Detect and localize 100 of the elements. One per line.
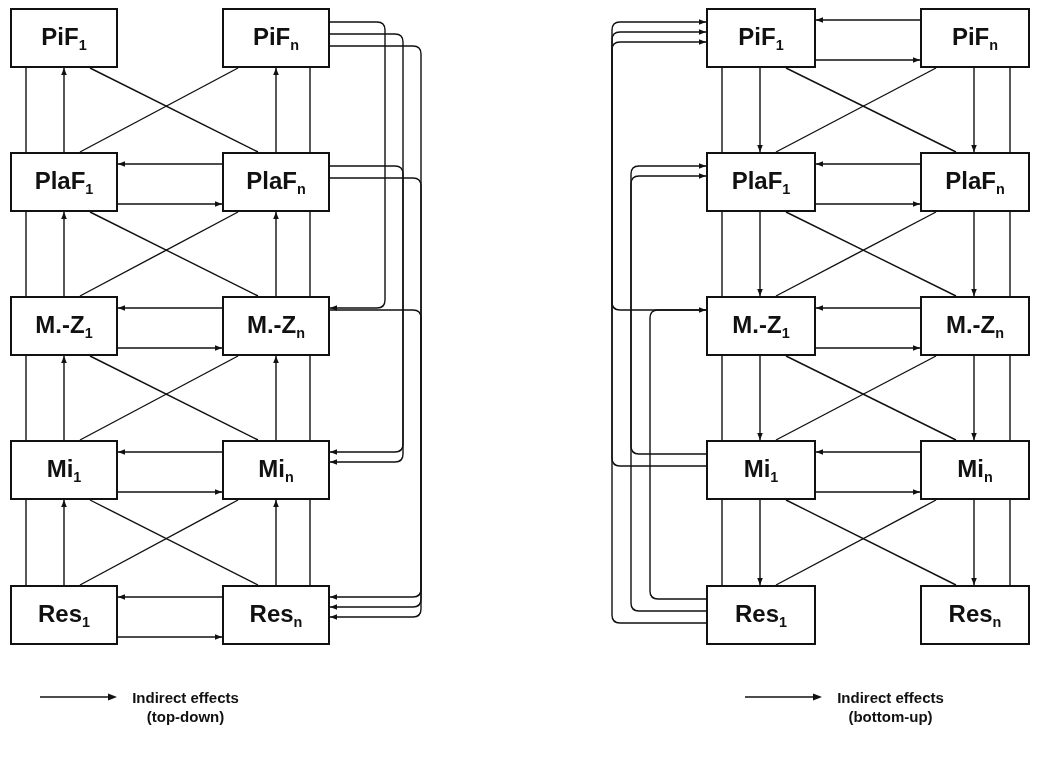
arrow — [971, 499, 977, 586]
arrow — [273, 211, 279, 297]
legend-text: Indirect effects (bottom-up) — [836, 688, 945, 726]
process-box — [10, 8, 118, 68]
box-label: M.-Z$_{1}$ — [35, 311, 93, 341]
box-label: Res$_{n}$ — [948, 600, 1002, 630]
process-box — [222, 440, 330, 500]
connector-line — [1009, 499, 1011, 586]
connector-line — [309, 211, 311, 297]
arrow — [329, 309, 422, 620]
connector-line — [775, 67, 937, 153]
connector-line — [721, 211, 723, 297]
connector-line — [785, 499, 957, 586]
connector-line — [1009, 211, 1011, 297]
box-label: PlaF$_{n}$ — [246, 167, 306, 197]
arrow — [117, 161, 223, 167]
arrow — [757, 67, 763, 153]
process-box — [706, 296, 816, 356]
connector-line — [25, 499, 27, 586]
process-box — [222, 8, 330, 68]
arrow — [329, 177, 422, 610]
arrow — [329, 33, 404, 455]
connector-line — [25, 355, 27, 441]
arrow — [815, 201, 921, 207]
arrow — [611, 39, 707, 311]
arrow — [971, 355, 977, 441]
arrow — [815, 57, 921, 63]
connector-line — [25, 67, 27, 153]
connector-line — [1009, 67, 1011, 153]
box-label: Res$_{1}$ — [37, 600, 90, 630]
arrow — [630, 173, 707, 455]
legend-text: Indirect effects (top-down) — [131, 688, 240, 726]
arrow — [815, 345, 921, 351]
process-box — [10, 296, 118, 356]
process-box — [10, 440, 118, 500]
arrow — [329, 165, 404, 465]
process-box — [706, 152, 816, 212]
process-box — [222, 585, 330, 645]
process-box — [222, 296, 330, 356]
box-label: Mi$_{n}$ — [957, 455, 993, 485]
arrow — [815, 305, 921, 311]
box-label: M.-Z$_{n}$ — [945, 311, 1005, 341]
box-label: Mi$_{n}$ — [258, 455, 294, 485]
box-label: Res$_{n}$ — [249, 600, 303, 630]
box-label: PlaF$_{n}$ — [945, 167, 1005, 197]
box-label: PlaF$_{1}$ — [731, 167, 791, 197]
process-box — [706, 585, 816, 645]
arrow — [61, 211, 67, 297]
box-label: PiF$_{n}$ — [252, 23, 300, 53]
connector-line — [785, 211, 957, 297]
arrow — [273, 355, 279, 441]
box-label: PiF$_{1}$ — [738, 23, 784, 53]
connector-line — [79, 499, 239, 586]
arrow — [117, 489, 223, 495]
process-box — [920, 8, 1030, 68]
arrow — [815, 161, 921, 167]
connector-line — [785, 355, 957, 441]
process-box — [920, 440, 1030, 500]
connector-line — [79, 355, 239, 441]
process-box — [222, 152, 330, 212]
arrow — [117, 201, 223, 207]
arrow — [630, 163, 707, 612]
box-label: Mi$_{1}$ — [743, 455, 779, 485]
arrow — [61, 499, 67, 586]
box-label: Res$_{1}$ — [734, 600, 787, 630]
connector-line — [775, 355, 937, 441]
arrow — [61, 67, 67, 153]
arrow — [61, 355, 67, 441]
connector-line — [775, 211, 937, 297]
arrow — [117, 305, 223, 311]
process-box — [920, 296, 1030, 356]
box-label: M.-Z$_{1}$ — [732, 311, 790, 341]
arrow — [971, 211, 977, 297]
arrow — [117, 449, 223, 455]
connector-line — [721, 499, 723, 586]
arrow — [611, 19, 707, 624]
process-box — [920, 585, 1030, 645]
connector-line — [309, 499, 311, 586]
arrow — [117, 594, 223, 600]
connector-line — [25, 211, 27, 297]
arrow — [273, 499, 279, 586]
connector-line — [89, 499, 259, 586]
box-label: PiF$_{n}$ — [951, 23, 999, 53]
arrow — [117, 634, 223, 640]
arrow — [815, 17, 921, 23]
process-box — [10, 585, 118, 645]
connector-line — [309, 67, 311, 153]
arrow — [649, 307, 707, 600]
connector-line — [89, 211, 259, 297]
connector-line — [89, 355, 259, 441]
process-box — [10, 152, 118, 212]
arrow — [329, 45, 422, 600]
arrow — [757, 355, 763, 441]
connector-line — [785, 67, 957, 153]
process-box — [706, 8, 816, 68]
connector-line — [89, 67, 259, 153]
arrow — [329, 21, 386, 311]
arrow — [611, 29, 707, 467]
box-label: PlaF$_{1}$ — [34, 167, 94, 197]
connector-line — [721, 355, 723, 441]
